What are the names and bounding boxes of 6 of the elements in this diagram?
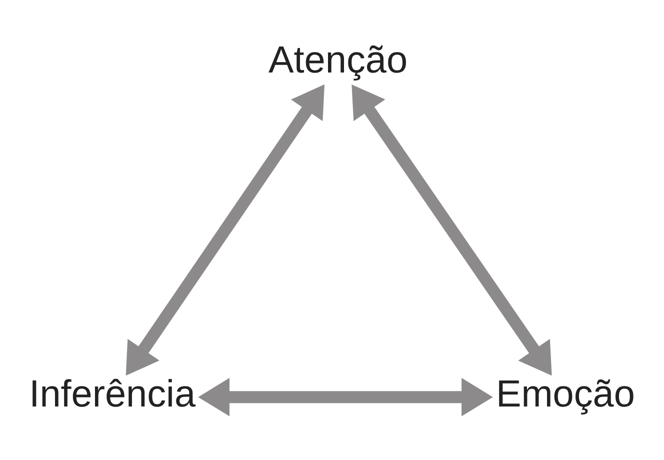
node-text: Atenção	[268, 40, 408, 82]
arrow	[198, 378, 493, 416]
arrow	[126, 84, 324, 376]
node-text: Emoção	[496, 374, 635, 416]
node-text: Inferência	[29, 374, 196, 416]
arrow	[352, 84, 552, 376]
